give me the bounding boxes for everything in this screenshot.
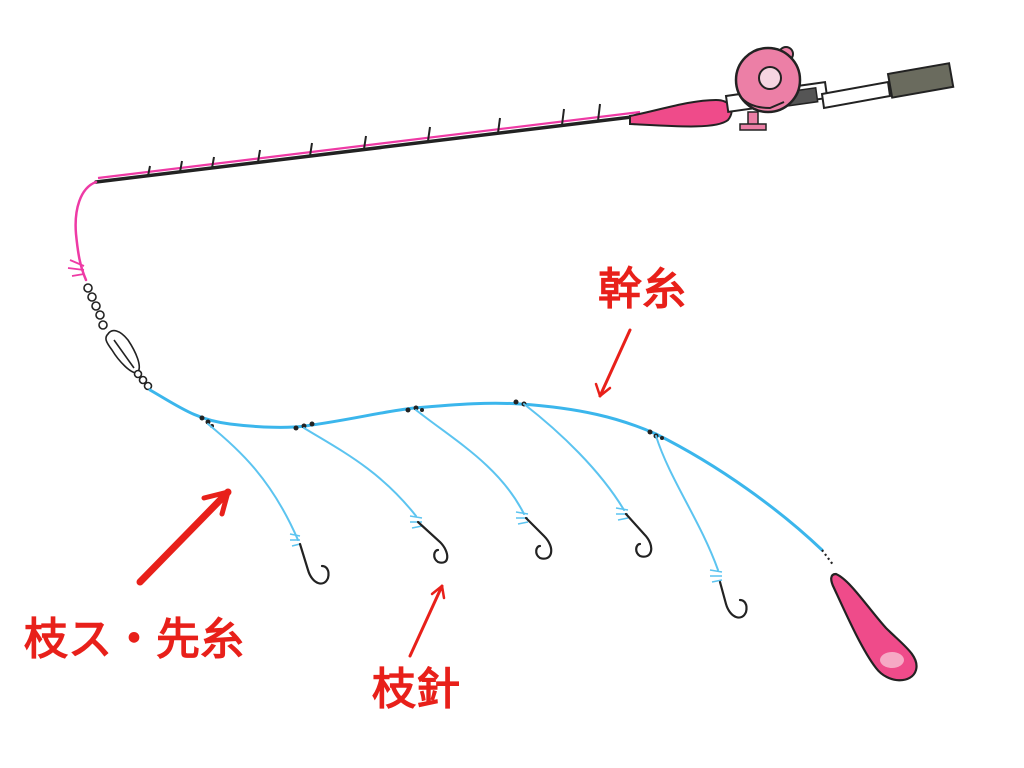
branch-line-label: 枝ス・先糸 (24, 614, 244, 665)
branch-hook-label: 枝針 (372, 664, 460, 715)
hook-icon (624, 512, 653, 558)
branch-line (655, 435, 719, 571)
rod-guides (147, 103, 601, 177)
branch-knot-ticks (289, 507, 723, 583)
arrow-to-branch-line (136, 488, 232, 586)
line-knot-icon (67, 259, 85, 277)
sinker (830, 572, 918, 682)
fishing-rod (94, 46, 955, 184)
arrow-to-hook (408, 584, 444, 658)
hook-icon (524, 516, 553, 560)
branch-line (303, 427, 417, 517)
arrow-to-main-line (598, 328, 632, 398)
hooks (298, 512, 748, 619)
branch-lines (207, 403, 719, 571)
hook-icon (416, 520, 449, 564)
branch-line (415, 409, 525, 515)
butt-cap (886, 62, 955, 99)
rear-grip (820, 80, 892, 110)
branch-line (207, 423, 299, 541)
hook-icon (718, 580, 748, 619)
hook-icon (298, 542, 330, 585)
rod-line-along-blank (97, 110, 641, 180)
rod-blank (94, 114, 642, 184)
reel (734, 46, 802, 131)
reel-spool-cap (758, 66, 782, 90)
rod-line (67, 180, 98, 282)
fore-grip (629, 98, 733, 128)
annotation-arrows (136, 328, 632, 658)
branch-line (523, 403, 625, 511)
main-line-tail (821, 549, 835, 567)
sinker-icon (830, 572, 918, 682)
main-line-label: 幹糸 (598, 264, 686, 315)
snap-swivel (83, 283, 153, 391)
main-line (148, 388, 824, 552)
